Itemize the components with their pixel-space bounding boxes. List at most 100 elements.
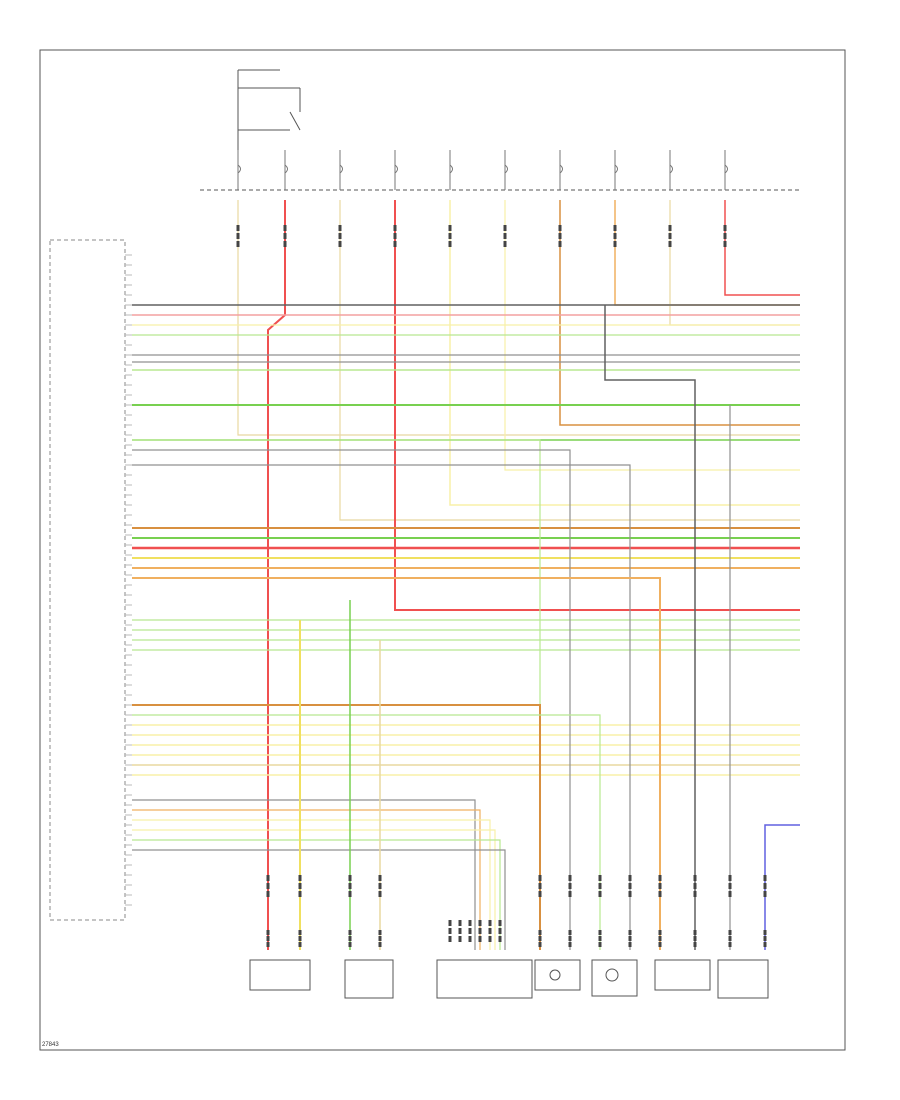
connector-pin — [598, 875, 602, 881]
connector-pin — [613, 233, 617, 239]
connector-pin — [468, 936, 472, 942]
connector-pin — [378, 942, 382, 947]
connector-pin — [693, 936, 697, 941]
connector-pin — [448, 225, 452, 231]
connector-pin — [266, 936, 270, 941]
connector-pin — [658, 891, 662, 897]
fuse-symbol-3 — [394, 164, 398, 174]
knock-sensor-2-icon — [605, 968, 619, 982]
connector-pin — [598, 883, 602, 889]
connector-pin — [763, 891, 767, 897]
connector-pin — [568, 875, 572, 881]
wire-harness — [132, 200, 800, 950]
connector-pin — [658, 942, 662, 947]
connector-pin — [478, 936, 482, 942]
wire-knock-1 — [132, 449, 571, 950]
connector-pin — [538, 936, 542, 941]
connector-pin — [348, 883, 352, 889]
connector-pin — [598, 942, 602, 947]
connector-pin — [458, 936, 462, 942]
connector-pin — [723, 225, 727, 231]
connector-pin — [658, 883, 662, 889]
connector-pin — [723, 233, 727, 239]
connector-pin — [393, 225, 397, 231]
connector-pin — [478, 928, 482, 934]
connector-pin — [658, 875, 662, 881]
connector-pin — [458, 928, 462, 934]
wire-maf-6 — [132, 849, 506, 950]
connector-pin — [668, 233, 672, 239]
wire-maf-2 — [132, 809, 481, 950]
connector-pin — [283, 225, 287, 231]
connector-pin — [628, 930, 632, 935]
connector-pin — [458, 920, 462, 926]
fuse-symbol-4 — [449, 164, 453, 174]
connector-pin — [538, 891, 542, 897]
connector-pin — [763, 942, 767, 947]
connector-pin — [448, 241, 452, 247]
connector-pin — [598, 891, 602, 897]
connector-pin — [498, 928, 502, 934]
connector-pin — [266, 875, 270, 881]
connector-pin — [668, 225, 672, 231]
knock-sensor-1-icon — [549, 969, 561, 981]
connector-pin — [448, 233, 452, 239]
connector-pin — [728, 936, 732, 941]
connector-pin — [488, 920, 492, 926]
connector-pin — [693, 891, 697, 897]
connector-pin — [693, 930, 697, 935]
knock-sensor-1 — [534, 959, 581, 991]
connector-pin — [693, 875, 697, 881]
connector-pin — [628, 875, 632, 881]
fuse-symbol-8 — [669, 164, 673, 174]
connector-pin — [348, 891, 352, 897]
connector-pin — [236, 241, 240, 247]
connector-pin — [283, 241, 287, 247]
connector-pin — [568, 936, 572, 941]
connector-pin — [598, 936, 602, 941]
wire-o2-3-ground — [604, 305, 696, 950]
wire-fuse-5 — [504, 200, 800, 471]
component-row — [249, 959, 769, 999]
connector-pin — [763, 930, 767, 935]
connector-pin — [338, 225, 342, 231]
connector-pin — [236, 233, 240, 239]
connector-pin — [298, 936, 302, 941]
connector-pin — [498, 920, 502, 926]
connector-pin — [338, 233, 342, 239]
connector-pin — [298, 875, 302, 881]
connector-pin — [728, 891, 732, 897]
connector-pin — [763, 936, 767, 941]
fuse-symbol-6 — [559, 164, 563, 174]
connector-pin — [723, 241, 727, 247]
wire-fuse-8 — [669, 200, 800, 326]
knock-sensor-2 — [591, 959, 638, 997]
wire-fuse-3 — [394, 200, 800, 611]
connector-pin — [266, 930, 270, 935]
o2-sensor-3 — [654, 959, 711, 991]
wire-fuse-6 — [559, 200, 800, 426]
wire-fuse-9 — [724, 200, 800, 296]
connector-pin — [538, 930, 542, 935]
connector-pin — [468, 928, 472, 934]
connector-pin — [338, 241, 342, 247]
connector-pin — [348, 936, 352, 941]
wire-ecm-715 — [132, 714, 601, 950]
mass-airflow-sensor — [436, 959, 533, 999]
connector-pin — [628, 942, 632, 947]
connector-pin — [298, 930, 302, 935]
connector-pin — [478, 920, 482, 926]
wire-maf-4 — [132, 829, 496, 950]
connector-pin — [658, 936, 662, 941]
connector-pin — [503, 241, 507, 247]
connector-pin — [348, 930, 352, 935]
connector-pin — [558, 233, 562, 239]
connector-pin — [763, 883, 767, 889]
diagram-border — [39, 49, 846, 1051]
connector-pin — [568, 883, 572, 889]
connector-pin — [503, 233, 507, 239]
connector-pin — [298, 883, 302, 889]
connector-pin — [628, 891, 632, 897]
connector-pin — [348, 875, 352, 881]
wire-ecm-705 — [132, 704, 541, 950]
